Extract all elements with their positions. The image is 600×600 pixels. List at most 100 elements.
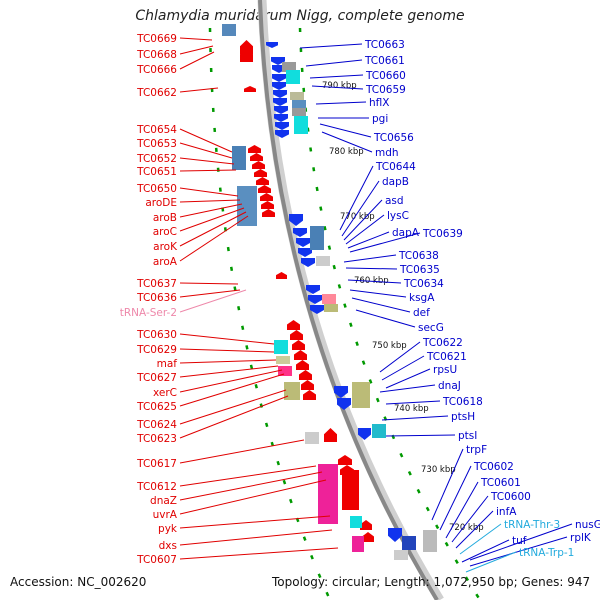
leader-line xyxy=(179,211,247,247)
reverse-gene-arrow xyxy=(308,295,322,304)
gene-label-hflx: hflX xyxy=(369,97,389,109)
forward-gene-arrow xyxy=(360,520,372,530)
gene-label-tc0639: TC0639 xyxy=(422,228,463,240)
feature-block xyxy=(222,24,236,36)
gene-label-tc0623: TC0623 xyxy=(136,433,177,445)
leader-line xyxy=(179,529,333,546)
gene-label-lysc: lysC xyxy=(387,210,409,222)
reverse-gene-arrow xyxy=(296,238,310,247)
gene-label-tuf: tuf xyxy=(512,535,527,547)
gene-label-trna-ser-2: tRNA-Ser-2 xyxy=(120,307,177,319)
reverse-gene-arrow xyxy=(275,130,289,138)
gene-label-dxs: dxs xyxy=(159,540,177,552)
gene-label-tc0601: TC0601 xyxy=(480,477,521,489)
leader-line xyxy=(309,74,364,79)
gene-label-nusg: nusG xyxy=(575,519,600,531)
forward-gene-arrow xyxy=(252,161,265,169)
gene-label-tc0624: TC0624 xyxy=(136,419,177,431)
feature-block xyxy=(278,366,292,376)
gene-label-aroc: aroC xyxy=(153,226,177,238)
feature-block xyxy=(294,116,308,134)
scale-mark: 750 kbp xyxy=(372,341,407,351)
gene-label-dapa: dapA xyxy=(392,227,420,239)
reverse-gene-arrow xyxy=(293,228,307,237)
gene-label-tc0638: TC0638 xyxy=(398,250,439,262)
scale-mark: 740 kbp xyxy=(394,404,429,414)
scale-mark: 730 kbp xyxy=(421,465,456,475)
gene-label-tc0656: TC0656 xyxy=(373,132,414,144)
feature-track xyxy=(222,24,437,560)
scale-mark: 770 kbp xyxy=(340,212,375,222)
leader-line xyxy=(179,51,215,70)
gene-label-trpf: trpF xyxy=(466,444,487,456)
leader-line xyxy=(179,203,243,218)
feature-block xyxy=(237,186,257,226)
gene-label-tc0636: TC0636 xyxy=(136,292,177,304)
leader-line xyxy=(465,551,517,573)
gene-label-def: def xyxy=(413,307,430,319)
forward-gene-arrow xyxy=(262,209,275,217)
forward-gene-arrow xyxy=(248,145,261,153)
leader-line xyxy=(351,297,411,313)
feature-block xyxy=(286,70,300,84)
accession-text: Accession: NC_002620 xyxy=(10,575,147,589)
leader-line xyxy=(179,389,287,425)
feature-block xyxy=(274,340,288,354)
gene-label-tc0607: TC0607 xyxy=(136,554,177,566)
leader-line xyxy=(321,131,373,153)
gene-label-rplk: rplK xyxy=(570,532,592,544)
gene-label-tc0627: TC0627 xyxy=(136,372,177,384)
gene-label-dnaj: dnaJ xyxy=(438,380,461,392)
gene-label-rpsu: rpsU xyxy=(433,364,457,376)
leader-line xyxy=(179,471,323,501)
gene-label-tc0662: TC0662 xyxy=(136,87,177,99)
leader-line xyxy=(179,465,317,487)
gene-label-trna-thr-3: tRNA-Thr-3 xyxy=(504,519,560,531)
gene-label-tc0612: TC0612 xyxy=(136,481,177,493)
gene-label-tc0661: TC0661 xyxy=(364,55,405,67)
backbone-line xyxy=(258,0,439,600)
forward-gene-arrow xyxy=(296,360,309,370)
gene-label-tc0618: TC0618 xyxy=(442,396,483,408)
feature-block xyxy=(372,424,386,438)
feature-block xyxy=(352,536,364,552)
leader-line xyxy=(179,187,239,197)
forward-gene-arrow xyxy=(287,320,300,330)
leader-line xyxy=(179,479,327,515)
leader-line xyxy=(343,199,383,241)
forward-gene-arrow xyxy=(303,390,316,400)
label-leaders xyxy=(179,37,573,573)
feature-block xyxy=(292,108,306,116)
gene-label-tc0622: TC0622 xyxy=(422,337,463,349)
gene-label-tc0659: TC0659 xyxy=(365,84,406,96)
leader-line xyxy=(305,59,363,67)
leader-line xyxy=(179,333,275,345)
feature-block xyxy=(232,146,246,170)
gene-label-tc0617: TC0617 xyxy=(136,458,177,470)
gene-label-pgi: pgi xyxy=(372,113,388,125)
leader-line xyxy=(349,289,407,298)
leader-line xyxy=(179,199,241,203)
reverse-gene-arrow xyxy=(298,248,312,257)
forward-gene-arrow xyxy=(260,193,273,201)
forward-gene-arrow xyxy=(362,532,374,542)
feature-block xyxy=(282,62,296,72)
feature-block xyxy=(322,294,336,304)
gene-label-tc0651: TC0651 xyxy=(136,166,177,178)
reverse-gene-arrow xyxy=(358,428,371,440)
leader-line xyxy=(315,101,367,105)
leader-line xyxy=(455,510,494,549)
gene-label-tc0621: TC0621 xyxy=(426,351,467,363)
leader-line xyxy=(445,481,479,539)
forward-gene-arrow xyxy=(276,272,287,279)
gene-label-tc0650: TC0650 xyxy=(136,183,177,195)
topology-text: Topology: circular; Length: 1,072,950 bp… xyxy=(272,575,591,589)
gene-label-tc0644: TC0644 xyxy=(375,161,416,173)
reverse-gene-arrow xyxy=(337,398,351,410)
leader-line xyxy=(385,368,431,389)
leader-line xyxy=(469,523,573,561)
gene-label-ksga: ksgA xyxy=(409,292,435,304)
gene-label-dapb: dapB xyxy=(382,176,409,188)
gene-label-ptsi: ptsI xyxy=(458,430,477,442)
